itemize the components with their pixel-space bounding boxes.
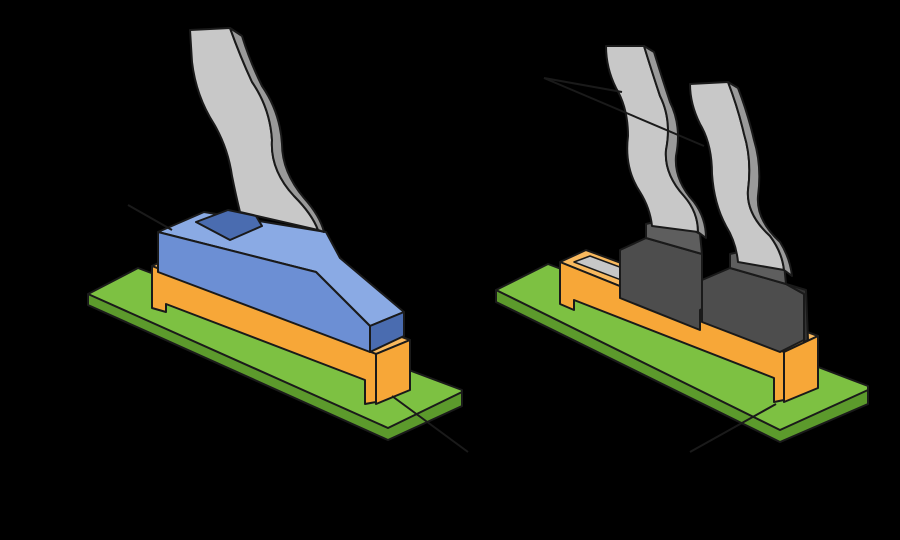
sata-ribbon-edge-2	[727, 81, 793, 277]
right-board-edge	[495, 289, 869, 443]
leader-plug-left	[391, 395, 469, 453]
label-host-plug: SATA Express host plug	[468, 433, 688, 501]
label-line: cables	[459, 96, 541, 125]
sata-ribbon-edge-1	[643, 45, 707, 239]
label-sata-cables: One or two SATA cables	[405, 26, 595, 128]
express-ribbon-edge	[229, 27, 325, 233]
leader-sata-2	[543, 77, 705, 147]
express-connector-slot	[195, 209, 263, 241]
label-line: One or two	[431, 28, 569, 57]
leader-cable	[127, 204, 173, 231]
left-host-plug-end	[375, 339, 411, 405]
label-line: SATA Express	[33, 138, 201, 167]
left-board-edge	[87, 293, 463, 441]
label-sata-express-cable: SATA Express cable	[12, 136, 222, 204]
label-line: cable	[83, 172, 151, 201]
express-connector-side	[369, 311, 405, 353]
right-assembly	[495, 45, 869, 443]
leader-lines	[127, 77, 777, 453]
leader-sata-1	[543, 77, 623, 93]
label-line: SATA	[469, 62, 531, 91]
sata-connector-2-side	[785, 283, 809, 343]
left-assembly	[87, 27, 463, 441]
leader-plug-right	[689, 403, 777, 453]
label-line: host plug	[519, 469, 637, 498]
label-line: SATA Express	[494, 435, 662, 464]
